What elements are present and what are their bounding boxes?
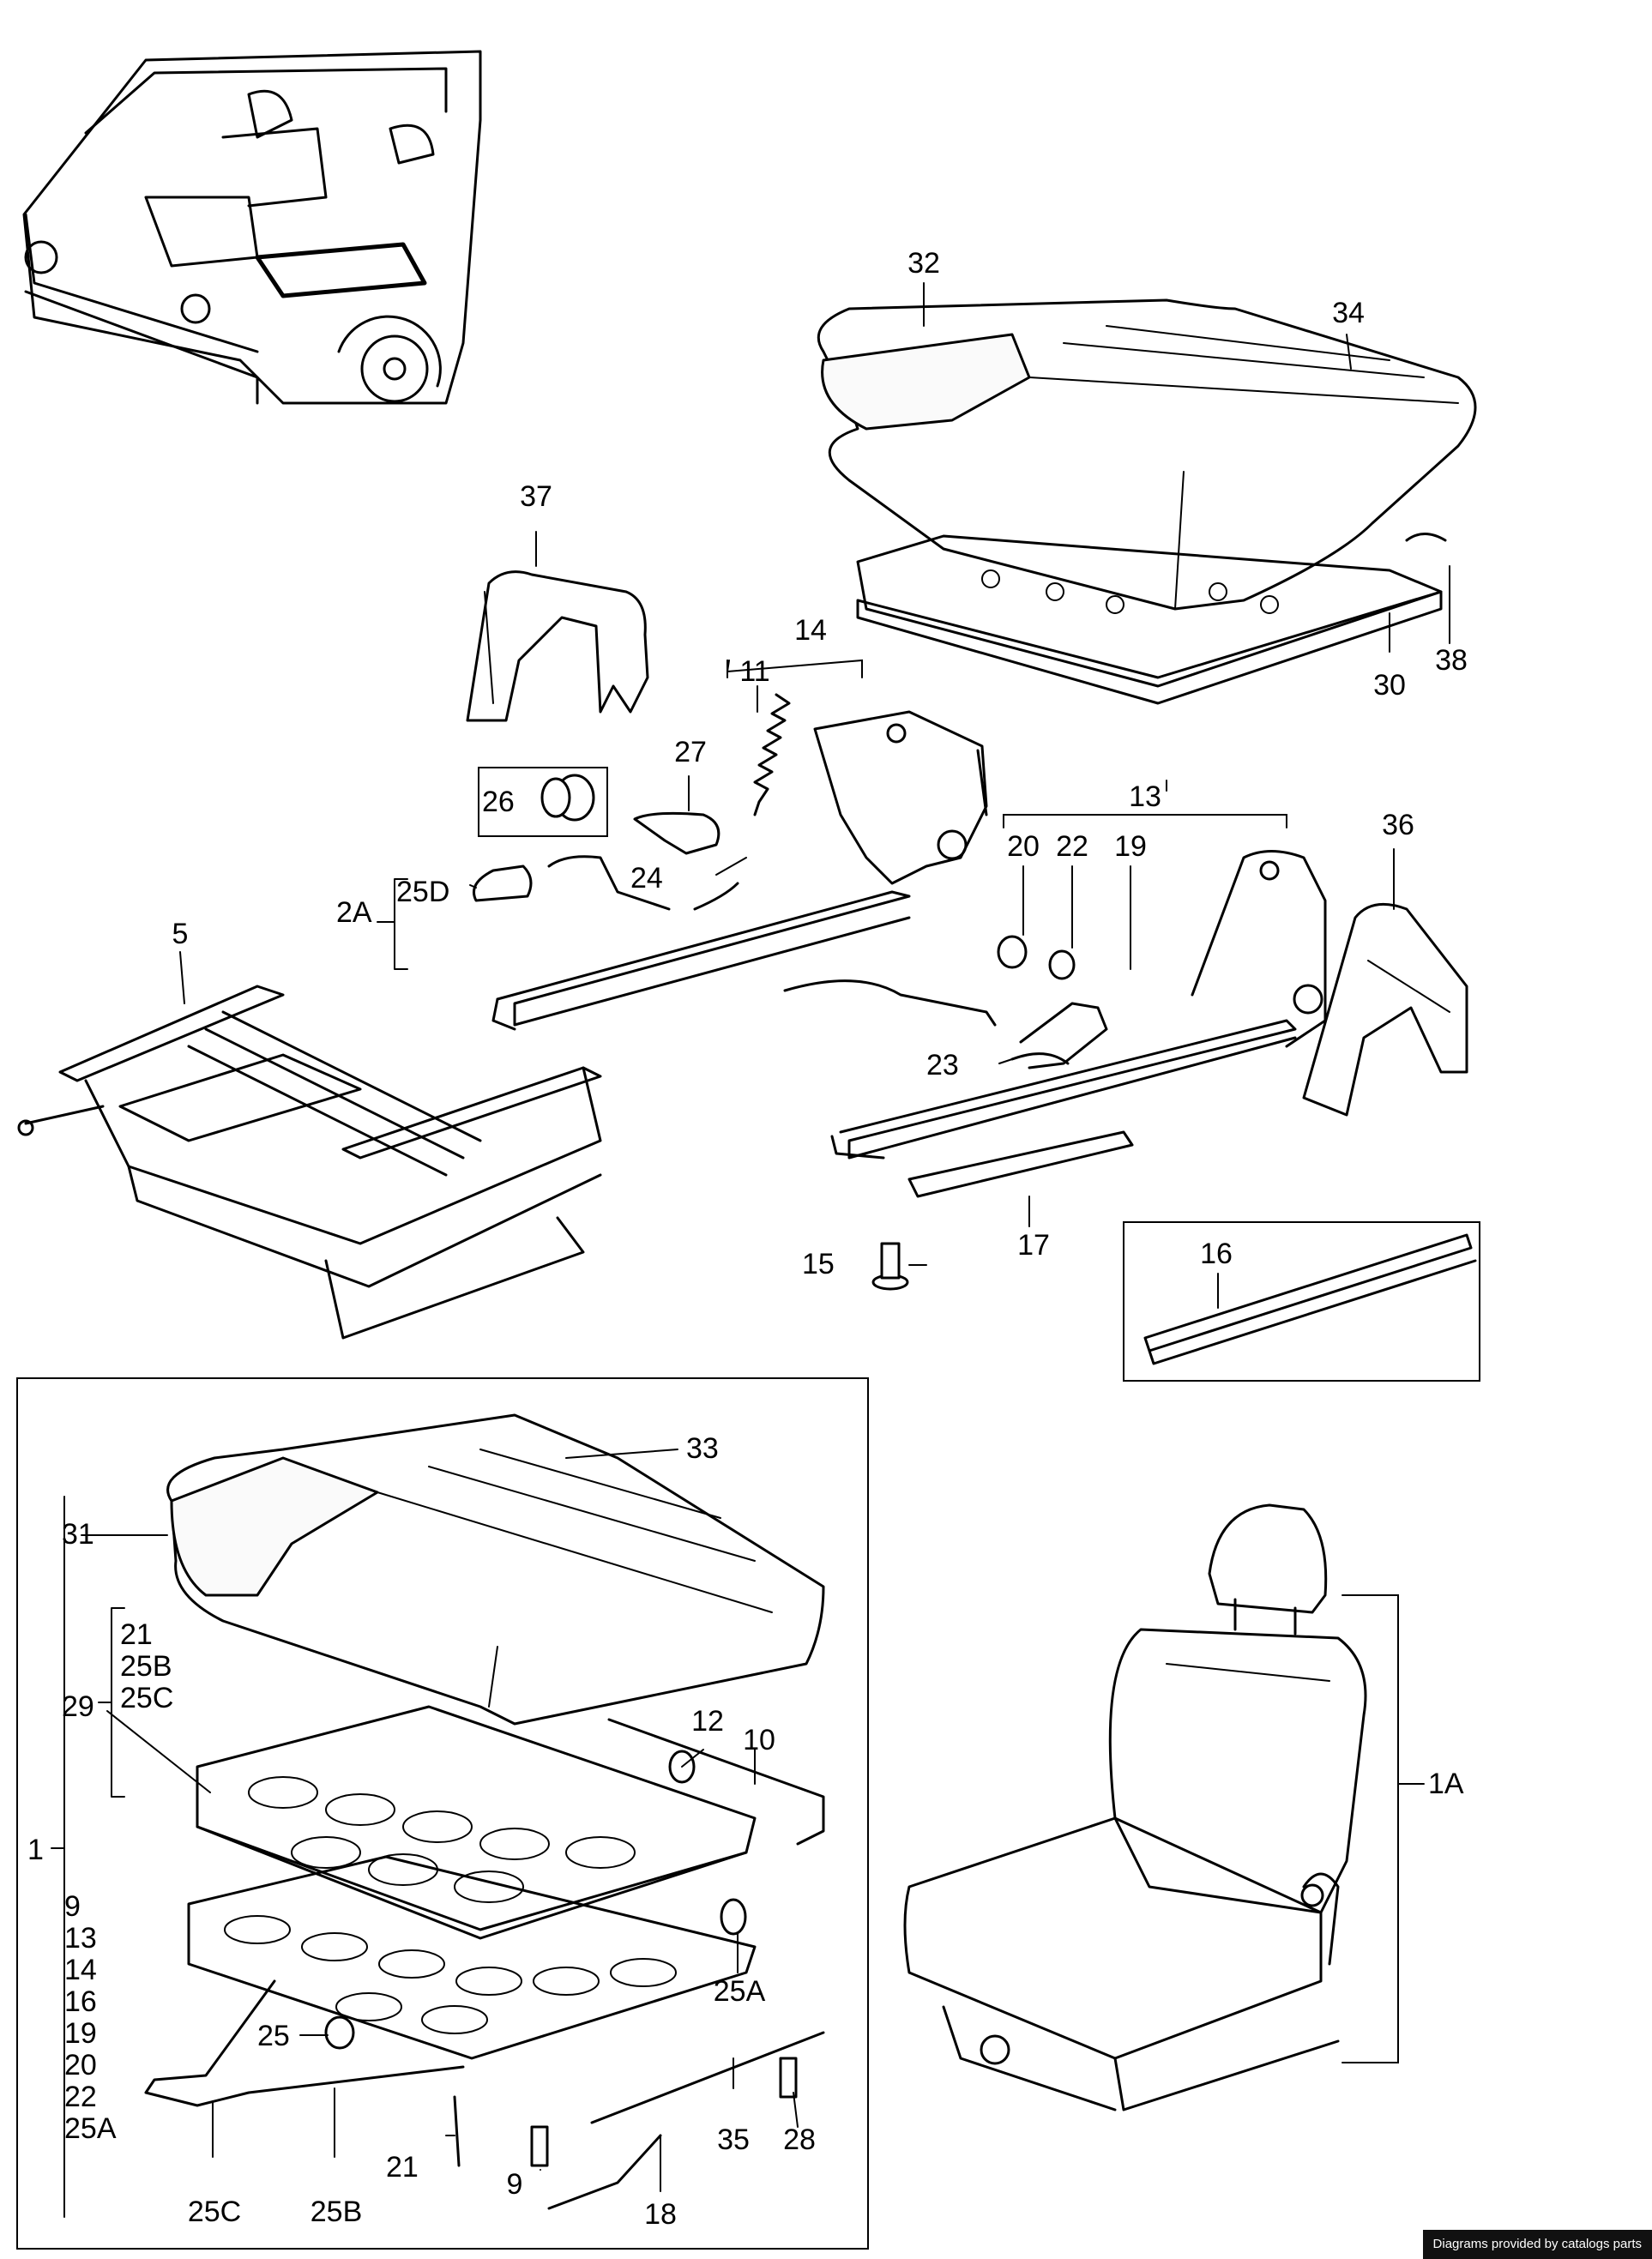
seat-cushion-top [817,298,1477,705]
seat-cushion-33 [166,1413,825,1726]
label-24: 24 [630,862,663,895]
label-13: 13 [1129,780,1161,813]
label-18: 18 [644,2198,677,2231]
handle-25D [473,864,533,902]
label-37: 37 [520,480,552,513]
bolt-15 [871,1242,909,1291]
label-14: 14 [794,614,827,647]
bolt-28 [779,2057,798,2099]
side-trim-36 [1302,902,1468,1117]
van-thumbnail [22,50,482,405]
label-35: 35 [717,2123,750,2156]
label-29: 29 [62,1690,94,1723]
label-33: 33 [686,1432,719,1465]
spring-21 [453,2095,461,2167]
label-34: 34 [1332,297,1365,329]
label-30: 30 [1373,669,1406,702]
rail-16 [1143,1233,1477,1365]
spring-35 [590,2031,825,2124]
label-25A: 25A [713,1975,766,2008]
spring-unit-29 [187,1705,757,2060]
credit-badge: Diagrams provided by catalogs parts [1422,2230,1652,2259]
complete-seat-1A [903,1503,1367,2111]
label-12: 12 [691,1705,724,1738]
rail-lower-13 [830,850,1327,1198]
label-25C: 25C [187,2196,242,2228]
label-15: 15 [802,1248,835,1280]
detail-box-16 [1123,1221,1480,1382]
label-1: 1 [27,1834,44,1866]
group-29-list: 21 25B 25C [120,1618,174,1714]
label-19: 19 [1114,830,1147,863]
label-5: 5 [172,918,189,950]
label-20: 20 [1007,830,1040,863]
group-1-list: 9 13 14 16 19 20 22 25A [64,1890,117,2145]
label-23: 23 [926,1049,959,1081]
label-1A: 1A [1428,1768,1464,1800]
screw-9 [530,2125,549,2167]
label-36: 36 [1382,809,1414,841]
spring-24 [693,882,739,911]
spring-23 [1010,1052,1070,1065]
bracket-14 [813,710,988,885]
label-2A: 2A [336,896,372,929]
label-25D: 25D [396,876,450,908]
label-10: 10 [743,1724,775,1756]
spring-11 [753,693,791,816]
rail-upper [491,890,997,1031]
label-22: 22 [1056,830,1088,863]
bushing-25 [324,2015,355,2050]
label-25: 25 [257,2020,290,2052]
label-11: 11 [739,655,770,688]
clip-25A [720,1898,747,1936]
bushings-20-22 [997,935,1076,980]
label-21: 21 [386,2151,419,2184]
label-26: 26 [482,786,515,818]
lever-27 [633,811,720,855]
leader-lines [51,282,1450,2218]
label-16: 16 [1200,1238,1233,1270]
seat-frame-5 [17,985,602,1340]
detail-box-lower [16,1377,869,2250]
label-32: 32 [907,247,940,280]
label-17: 17 [1017,1229,1050,1262]
detail-box-26 [478,767,608,837]
knob-26 [540,774,595,822]
label-38: 38 [1435,644,1468,677]
label-25B: 25B [310,2196,363,2228]
link-18 [547,2134,662,2210]
rod-2A [547,855,671,911]
wire-10 [607,1718,825,1846]
label-9: 9 [506,2168,523,2201]
label-31: 31 [62,1518,94,1551]
label-27: 27 [674,736,707,768]
side-trim-37 [466,570,649,722]
lever-25B-25C [144,1979,465,2107]
label-28: 28 [783,2123,816,2156]
